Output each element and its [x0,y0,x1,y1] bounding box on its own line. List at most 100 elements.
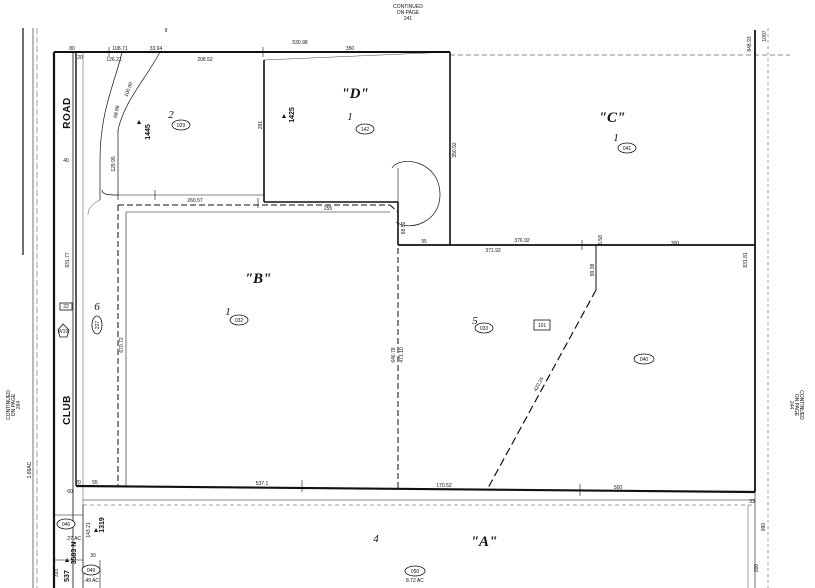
apn-ovals: 142 041 032 050 029 033 227 040 046 049 [56,119,655,577]
parcel-label-c: "C" [599,110,626,126]
dimension-label: 55 [92,480,98,486]
road-name: ROAD CLUB [62,97,73,425]
dimension-label: 20 [77,55,83,61]
apn-oval-040[interactable]: 040 [633,353,655,365]
lot-2: 2 [168,109,174,121]
parcel-numbers: 1445 1425 1319 3583 N 537 [64,107,296,582]
apn-oval-032[interactable]: 032 [229,314,249,326]
ref-left-line2: ON PAGE [11,393,17,416]
dimension-label: 333 [54,569,60,578]
page-reference-top[interactable]: CONTINUED ON PAGE 241 [393,4,423,22]
dimension-label: 420.24 [533,376,546,393]
parcel-c-lot: 1 [613,132,619,144]
parcel-labels: "D" 1 "C" 1 "B" 1 "A" 4 2 5 6 [94,86,625,550]
club-road [52,52,84,588]
apn-046: 046 [62,522,71,528]
dimension-label: 129.95 [111,156,117,172]
dimension-label: 848.93 [747,36,753,52]
apn-oval-029[interactable]: 029 [171,119,191,131]
dimension-label: 291 [258,121,264,130]
apn-oval-046[interactable]: 046 [56,518,76,530]
dimension-label: 33.94 [150,46,163,52]
parcel-5-division [487,245,597,489]
dimension-label: 99.38 [590,264,596,277]
parcel-label-a: "A" [471,534,498,550]
apn-033: 033 [480,326,489,332]
left-edge-lines [22,28,38,588]
dimension-label: 350 [346,46,355,52]
dimension-label: 500 [614,485,623,491]
dimension-label: 537.1 [256,481,269,487]
apn-049: 049 [87,568,96,574]
dimension-label: 143.21 [86,522,92,538]
dimension-label: 371.92 [485,248,501,254]
parcel-number-3583n: 3583 N [71,542,78,565]
apn-oval-033[interactable]: 033 [474,322,494,334]
dimension-label: 40 [63,158,69,164]
dimension-label: 670.72 [119,337,125,353]
parcel-number-1425: 1425 [289,107,296,123]
parcel-number-1319: 1319 [99,517,106,533]
dimension-label: 350.92 [452,142,458,158]
box-w19[interactable]: W19 [57,323,70,338]
dimensions-top: 80 20 126.21 108.71 33.94 9 208.52 530.9… [69,28,768,63]
apn-oval-050[interactable]: 050 [404,565,426,577]
label-boxes: 101 22 W19 [57,302,551,338]
dimension-label: 60 [67,489,73,495]
box-22[interactable]: 22 [59,302,73,311]
dimension-label: 108.71 [112,46,128,52]
lot-5: 5 [472,315,478,327]
arrow-icon [137,120,141,124]
box-101-text: 101 [538,323,547,329]
dimension-label: 20 [75,480,81,486]
acreage-049: .49 AC [84,578,99,584]
apn-029: 029 [177,123,186,129]
apn-oval-142[interactable]: 142 [355,123,375,135]
dimension-label: 471.10 [399,347,405,363]
apn-227: 227 [95,321,101,330]
apn-040: 040 [640,357,649,363]
arrow-icon [65,558,69,562]
ref-top-line2: ON PAGE [397,10,420,16]
apn-050: 050 [411,569,420,575]
road-name-road: ROAD [62,97,73,128]
parcel-label-d: "D" [341,86,369,102]
acreages: .27 AC .49 AC 1.89AC 8.72 AC [27,461,424,584]
apn-oval-227[interactable]: 227 [91,315,103,335]
dimension-label: 6.58 [598,235,604,245]
apn-oval-049[interactable]: 049 [81,564,101,576]
dimension-label: 200 [754,564,760,573]
dimension-label: 80 [69,46,75,52]
dimension-label: 831.81 [743,252,749,268]
parcel-number-1445: 1445 [145,124,152,140]
ref-top-line1: CONTINUED [393,4,423,10]
acreage-872: 8.72 AC [406,578,424,584]
small-parcels [54,505,101,588]
parcel-d-boundary [263,51,755,246]
arrow-icon [94,528,98,532]
dimension-label: 126.21 [106,57,122,63]
dimension-label: 68.99 [113,105,122,119]
arrow-icon [282,114,286,118]
box-22-text: 22 [63,304,69,310]
dimension-label: 990 [761,523,767,532]
page-reference-right[interactable]: CONTINUED ON PAGE 244 [788,390,804,420]
box-101[interactable]: 101 [533,319,551,331]
dimension-label: 170.52 [436,483,452,489]
dimensions-bottom: 20 55 537.1 170.52 500 60 33 990 143.21 … [54,480,767,577]
apn-oval-041[interactable]: 041 [617,142,637,154]
ref-left-line3: 264 [16,401,22,410]
ref-right-line2: ON PAGE [793,394,799,417]
page-reference-left[interactable]: CONTINUED ON PAGE 264 [6,390,22,420]
dimension-label: 30 [90,553,96,559]
dimension-label: 300 [671,241,680,247]
parcel-d-lot: 1 [347,111,353,123]
road-name-club: CLUB [62,395,73,425]
acreage-027: .27 AC [66,536,81,542]
parcel-label-b: "B" [245,271,272,287]
access-lane [87,51,265,216]
dimension-label: 260.57 [187,198,203,204]
tick-marks [108,47,583,496]
parcel-a-lot: 4 [373,533,379,545]
